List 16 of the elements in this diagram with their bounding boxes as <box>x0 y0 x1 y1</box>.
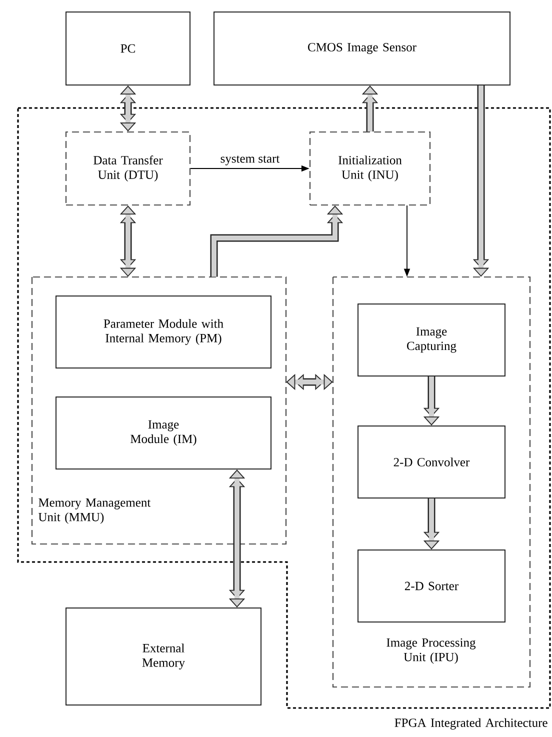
module-box: Parameter Module with Internal Memory (PM) <box>56 296 272 368</box>
module-box: Image Module (IM) <box>56 396 272 470</box>
arrow <box>120 206 136 277</box>
component-box: CMOS Image Sensor <box>214 12 510 86</box>
module-box: 2-D Sorter <box>358 550 506 622</box>
edge-label: system start <box>219 154 281 166</box>
arrow <box>120 86 136 132</box>
module-box: 2-D Convolver <box>358 426 506 498</box>
module-box: Image Capturing <box>358 304 506 376</box>
component-box: PC <box>66 12 190 86</box>
arrow <box>228 470 246 608</box>
node-label: FPGA Integrated Architecture <box>394 718 548 730</box>
memory-box: External Memory <box>66 608 262 706</box>
unit-box: Data Transfer Unit (DTU) <box>65 131 191 206</box>
unit-box: Initialization Unit (INU) <box>309 131 431 206</box>
arrow <box>286 374 333 390</box>
